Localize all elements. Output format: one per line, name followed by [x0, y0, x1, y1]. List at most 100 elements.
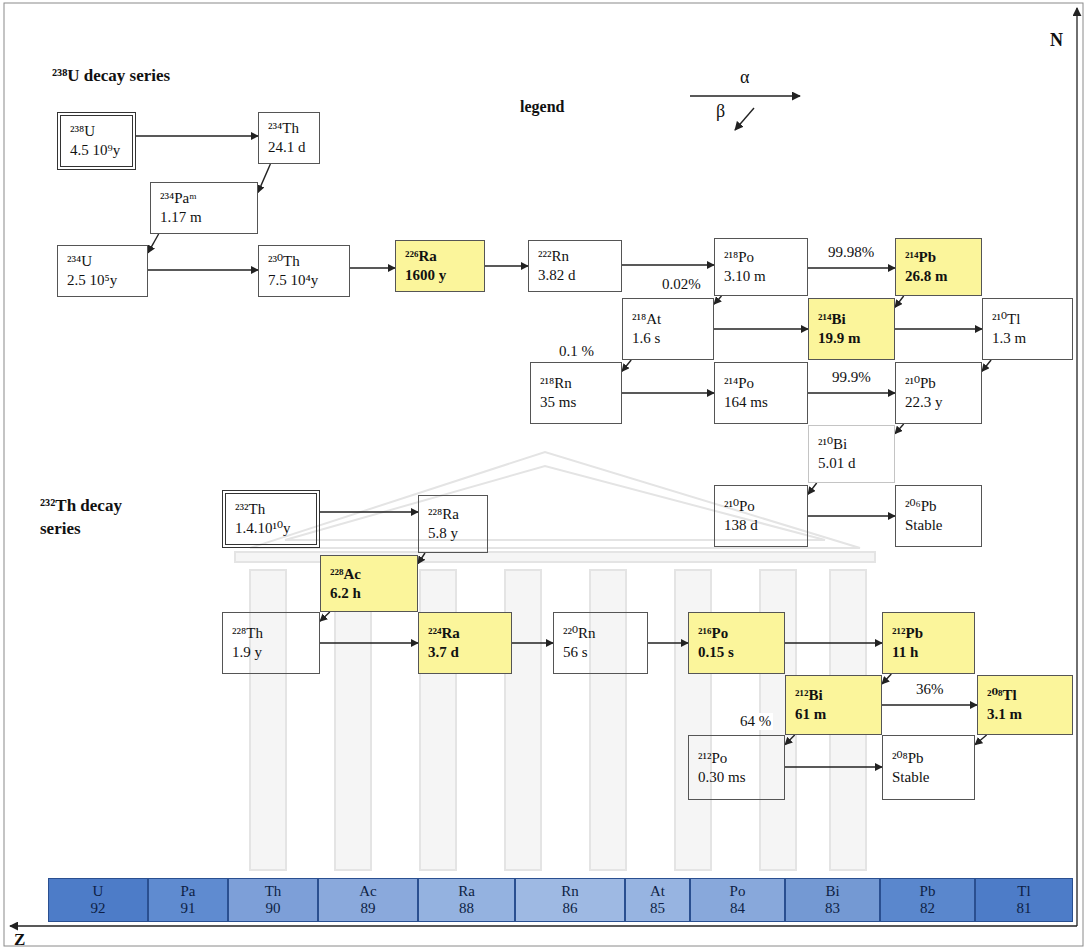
- nuclide-box: ²¹⁸At1.6 s: [622, 298, 714, 360]
- isotope-name: ²⁰⁸Pb: [892, 749, 924, 768]
- half-life: 1.9 y: [232, 643, 262, 662]
- atomic-number: 88: [459, 900, 474, 917]
- isotope-name: ²¹⁰Tl: [992, 310, 1020, 329]
- isotope-name: ²³⁸U: [70, 122, 95, 141]
- legend-heading: legend: [520, 96, 564, 118]
- element-symbol: At: [650, 883, 665, 900]
- half-life: Stable: [905, 516, 943, 535]
- nuclide-box: ²¹⁰Pb22.3 y: [895, 362, 982, 424]
- decay-arrow: [808, 483, 817, 494]
- decay-arrow: [622, 392, 714, 393]
- nuclide-box: ²³²Th1.4.10¹⁰y: [222, 490, 320, 548]
- nuclide-box: ²¹⁰Po138 d: [714, 485, 808, 547]
- half-life: 0.15 s: [698, 643, 734, 662]
- half-life: 3.1 m: [987, 705, 1022, 724]
- half-life: 1.3 m: [992, 329, 1026, 348]
- half-life: 2.5 10⁵y: [67, 271, 117, 290]
- element-cell: Ac89: [318, 878, 418, 922]
- element-symbol: Pa: [181, 883, 196, 900]
- isotope-name: ²¹²Po: [698, 749, 727, 768]
- element-symbol: Ac: [359, 883, 377, 900]
- half-life: 26.8 m: [905, 267, 948, 286]
- legend-symbol: β: [716, 100, 725, 122]
- branch-ratio: 64 %: [738, 713, 773, 730]
- nuclide-box: ²⁰⁸PbStable: [882, 735, 975, 800]
- frame: [4, 3, 1083, 946]
- element-symbol: Tl: [1017, 883, 1030, 900]
- isotope-name: ²¹⁴Bi: [818, 310, 846, 329]
- atomic-number: 90: [266, 900, 281, 917]
- decay-arrow: [714, 296, 722, 304]
- element-cell: Bi83: [785, 878, 880, 922]
- half-life: 3.7 d: [428, 643, 459, 662]
- nuclide-box: ²¹⁴Bi19.9 m: [808, 298, 895, 360]
- decay-arrow: [648, 642, 688, 643]
- half-life: 3.10 m: [724, 267, 766, 286]
- element-cell: Ra88: [418, 878, 515, 922]
- decay-arrow: [808, 392, 895, 393]
- half-life: 35 ms: [540, 393, 576, 412]
- half-life: 61 m: [795, 705, 826, 724]
- element-symbol: Th: [265, 883, 282, 900]
- half-life: 24.1 d: [268, 138, 306, 157]
- nuclide-box: ²²⁸Ac6.2 h: [320, 555, 418, 612]
- isotope-name: ²³⁴U: [67, 252, 92, 271]
- isotope-name: ²¹²Bi: [795, 686, 823, 705]
- nuclide-box: ²¹⁴Pb26.8 m: [895, 238, 982, 296]
- half-life: 1.6 s: [632, 329, 660, 348]
- element-symbol: Ra: [458, 883, 475, 900]
- half-life: 3.82 d: [538, 266, 576, 285]
- element-cell: At85: [625, 878, 690, 922]
- decay-arrow: [320, 612, 330, 621]
- element-symbol: Rn: [561, 883, 579, 900]
- series-title: ²³²Th decay series: [40, 494, 150, 540]
- decay-arrow: [975, 735, 987, 745]
- element-symbol: U: [93, 883, 104, 900]
- decay-arrow: [895, 296, 904, 307]
- decay-arrow: [418, 553, 425, 564]
- nuclide-box: ²³⁴Paᵐ1.17 m: [150, 182, 258, 234]
- legend-symbol: α: [740, 66, 749, 88]
- nuclide-box: ²²⁶Ra1600 y: [395, 240, 485, 292]
- element-symbol: Po: [730, 883, 746, 900]
- isotope-name: ²²⁸Th: [232, 624, 263, 643]
- atomic-number: 85: [650, 900, 665, 917]
- half-life: 22.3 y: [905, 393, 943, 412]
- nuclide-box: ²⁰⁸Tl3.1 m: [977, 675, 1073, 735]
- isotope-name: ²²⁸Ac: [330, 565, 361, 584]
- decay-arrow: [320, 642, 418, 643]
- nuclide-box: ²¹⁰Bi5.01 d: [808, 425, 895, 483]
- nuclide-box: ²¹⁸Rn35 ms: [530, 362, 622, 424]
- isotope-name: ²³⁰Th: [268, 252, 300, 271]
- element-cell: Th90: [228, 878, 318, 922]
- decay-arrow: [982, 360, 991, 371]
- isotope-name: ²³⁴Th: [268, 119, 299, 138]
- nuclide-box: ²¹⁸Po3.10 m: [714, 238, 808, 296]
- isotope-name: ²²⁸Ra: [428, 505, 459, 524]
- legend-arrow: [735, 108, 754, 130]
- decay-arrow: [714, 328, 808, 329]
- decay-arrow: [485, 265, 528, 266]
- isotope-name: ²¹⁴Pb: [905, 248, 936, 267]
- half-life: 1600 y: [405, 266, 446, 285]
- decay-arrow: [785, 766, 882, 767]
- atomic-number: 86: [563, 900, 578, 917]
- isotope-name: ²⁰⁸Tl: [987, 686, 1017, 705]
- decay-arrow: [785, 735, 795, 745]
- half-life: 1.4.10¹⁰y: [235, 519, 291, 538]
- isotope-name: ²³²Th: [235, 500, 265, 519]
- decay-arrow: [350, 267, 395, 268]
- half-life: 6.2 h: [330, 584, 361, 603]
- element-symbol: Bi: [825, 883, 839, 900]
- nuclide-box: ²¹⁴Po164 ms: [714, 362, 808, 424]
- isotope-name: ²²⁴Ra: [428, 624, 460, 643]
- isotope-name: ²¹⁰Po: [724, 497, 755, 516]
- half-life: 11 h: [892, 643, 918, 662]
- atomic-number: 92: [91, 900, 106, 917]
- decay-arrow: [808, 267, 895, 268]
- element-cell: Pa91: [148, 878, 228, 922]
- half-life: 164 ms: [724, 393, 768, 412]
- decay-arrow: [622, 264, 714, 265]
